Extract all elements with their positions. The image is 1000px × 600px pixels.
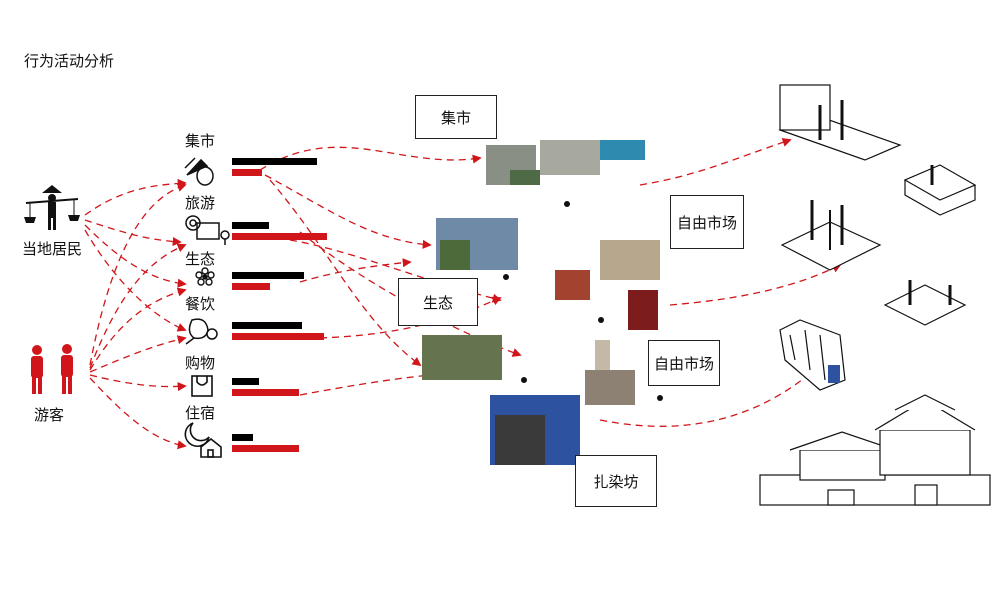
dye-cloth-sketch <box>779 319 846 391</box>
market-photo <box>600 140 645 160</box>
flow-line <box>89 182 187 366</box>
location-pin-icon <box>564 201 570 207</box>
shopping-bag-icon <box>191 375 213 397</box>
callout-ecology: 生态 <box>398 278 478 326</box>
tourist-bar <box>232 233 327 240</box>
photo-collage <box>422 140 660 465</box>
tourist-bar <box>232 283 270 290</box>
ecology-photo <box>440 240 470 270</box>
activity-bars <box>232 158 327 452</box>
market-photo <box>510 170 540 185</box>
resident-bar <box>232 378 259 385</box>
location-pin-icon <box>503 274 509 280</box>
city-gate-sketch <box>759 394 991 506</box>
tourist-bar <box>232 445 299 452</box>
flow-line <box>599 363 822 427</box>
market-photo <box>540 140 600 175</box>
flow-line <box>84 219 182 247</box>
resident-bar <box>232 272 304 279</box>
free-market-photo <box>628 290 658 330</box>
page-title: 行为活动分析 <box>24 52 115 70</box>
seating-sketch <box>883 280 967 326</box>
dye-workshop-photo <box>495 415 545 465</box>
camera-map-icon <box>185 215 230 245</box>
meat-icon <box>185 318 218 345</box>
category-label-lodging: 住宿 <box>185 404 216 422</box>
flow-line <box>89 335 187 373</box>
elder-photo <box>585 370 635 405</box>
resident-bar <box>232 322 302 329</box>
category-label-dining: 餐饮 <box>185 295 216 313</box>
tourist-bar <box>232 389 299 396</box>
category-label-tourism: 旅游 <box>185 194 216 212</box>
pavilion-sketch <box>780 200 882 271</box>
tourist-bar <box>232 169 262 176</box>
group-label-tourists: 游客 <box>34 406 65 424</box>
flow-line <box>259 146 482 171</box>
house-moon-icon <box>184 422 222 458</box>
callout-free-market-1: 自由市场 <box>670 195 744 249</box>
tourist-figure-icon <box>31 344 73 394</box>
flow-line <box>669 264 842 306</box>
flow-line <box>289 239 502 303</box>
flow-line <box>269 179 422 367</box>
category-label-ecology: 生态 <box>185 250 216 268</box>
resident-figure-icon <box>24 185 80 230</box>
callout-dye-workshop: 扎染坊 <box>575 455 657 507</box>
market-produce-icon <box>184 157 214 186</box>
location-pin-icon <box>598 317 604 323</box>
flow-line <box>299 258 412 283</box>
callout-label: 扎染坊 <box>593 472 639 491</box>
resident-bar <box>232 158 317 165</box>
resident-bar <box>232 434 253 441</box>
resident-bar <box>232 222 269 229</box>
callout-label: 自由市场 <box>653 354 714 373</box>
callout-market: 集市 <box>415 95 497 139</box>
flow-line <box>89 377 187 450</box>
stall-sketch <box>903 164 977 216</box>
architectural-sketches <box>759 84 991 506</box>
callout-label: 自由市场 <box>676 213 737 232</box>
group-label-residents: 当地居民 <box>22 240 83 258</box>
category-label-market: 集市 <box>185 132 216 150</box>
flow-line <box>639 137 792 186</box>
flow-line <box>84 224 187 288</box>
market-stall-photo <box>422 335 502 380</box>
flow-line <box>89 243 187 369</box>
category-label-shopping: 购物 <box>185 354 216 372</box>
location-pin-icon <box>657 395 663 401</box>
free-market-photo <box>555 270 590 300</box>
flow-line <box>84 178 187 216</box>
flow-line <box>299 231 522 357</box>
location-pin-icon <box>521 377 527 383</box>
free-market-photo <box>600 240 660 280</box>
callout-free-market-2: 自由市场 <box>648 340 720 386</box>
market-wall-sketch <box>778 84 902 161</box>
flow-line <box>84 229 187 332</box>
tourist-bar <box>232 333 324 340</box>
callout-label: 生态 <box>422 293 453 312</box>
flower-icon <box>195 267 215 286</box>
flow-line <box>89 287 187 371</box>
pagoda-photo <box>595 340 610 370</box>
flow-line <box>89 374 187 392</box>
flow-line <box>264 174 432 249</box>
callout-label: 集市 <box>440 108 471 127</box>
